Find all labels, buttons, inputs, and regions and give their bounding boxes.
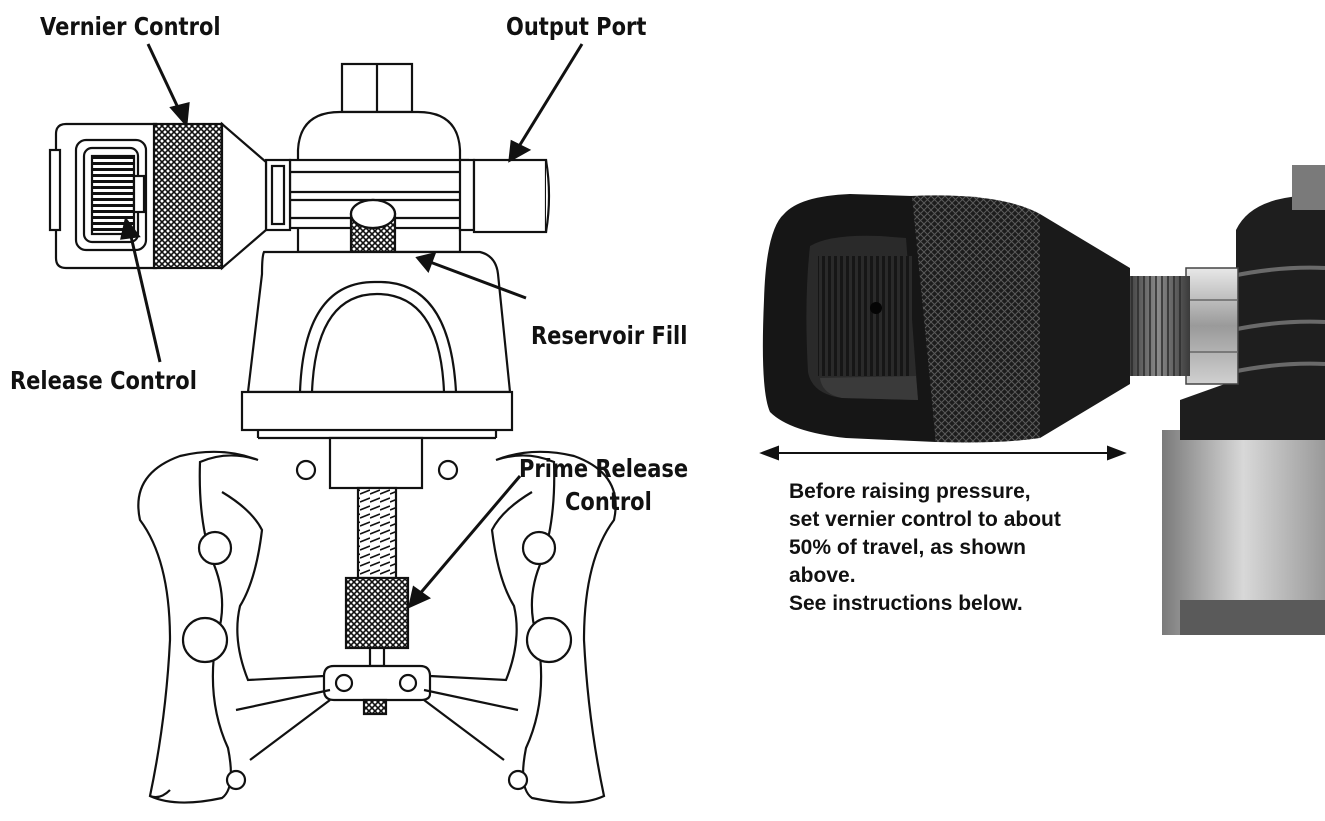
vernier-knurled-sleeve-photo: [910, 195, 1040, 443]
pump-line-drawing: [48, 62, 617, 804]
prime-release-knob: [344, 576, 410, 650]
callout-arrows: [120, 43, 584, 609]
vernier-taper: [220, 121, 268, 271]
caption-line: See instructions below.: [789, 592, 1023, 615]
caption-line: set vernier control to about: [789, 508, 1061, 531]
caption-line: above.: [789, 564, 856, 587]
vernier-instruction-caption: Before raising pressure, set vernier con…: [789, 478, 1119, 618]
vernier-knurled-sleeve: [152, 122, 224, 270]
vernier-taper-photo: [1040, 214, 1130, 438]
label-prime-release-line2: Control: [565, 487, 652, 516]
label-reservoir-fill: Reservoir Fill: [531, 321, 688, 350]
vernier-photo: [762, 165, 1325, 635]
label-prime-release-line1: Prime Release: [519, 454, 689, 483]
label-output-port: Output Port: [506, 12, 647, 41]
linkage-bar: [322, 664, 432, 702]
caption-line: 50% of travel, as shown: [789, 536, 1026, 559]
caption-line: Before raising pressure,: [789, 480, 1031, 503]
spring: [356, 486, 398, 580]
label-release-control: Release Control: [10, 366, 197, 395]
travel-double-arrow: [759, 445, 1127, 461]
hex-nut: [1185, 267, 1239, 385]
base-plate: [240, 390, 514, 432]
label-vernier-control: Vernier Control: [40, 12, 221, 41]
output-port-body: [472, 158, 548, 234]
release-knob-photo: [818, 256, 912, 376]
sight-arch: [298, 280, 458, 393]
pump-body: [246, 250, 512, 394]
pump-body-photo: [1180, 196, 1325, 440]
